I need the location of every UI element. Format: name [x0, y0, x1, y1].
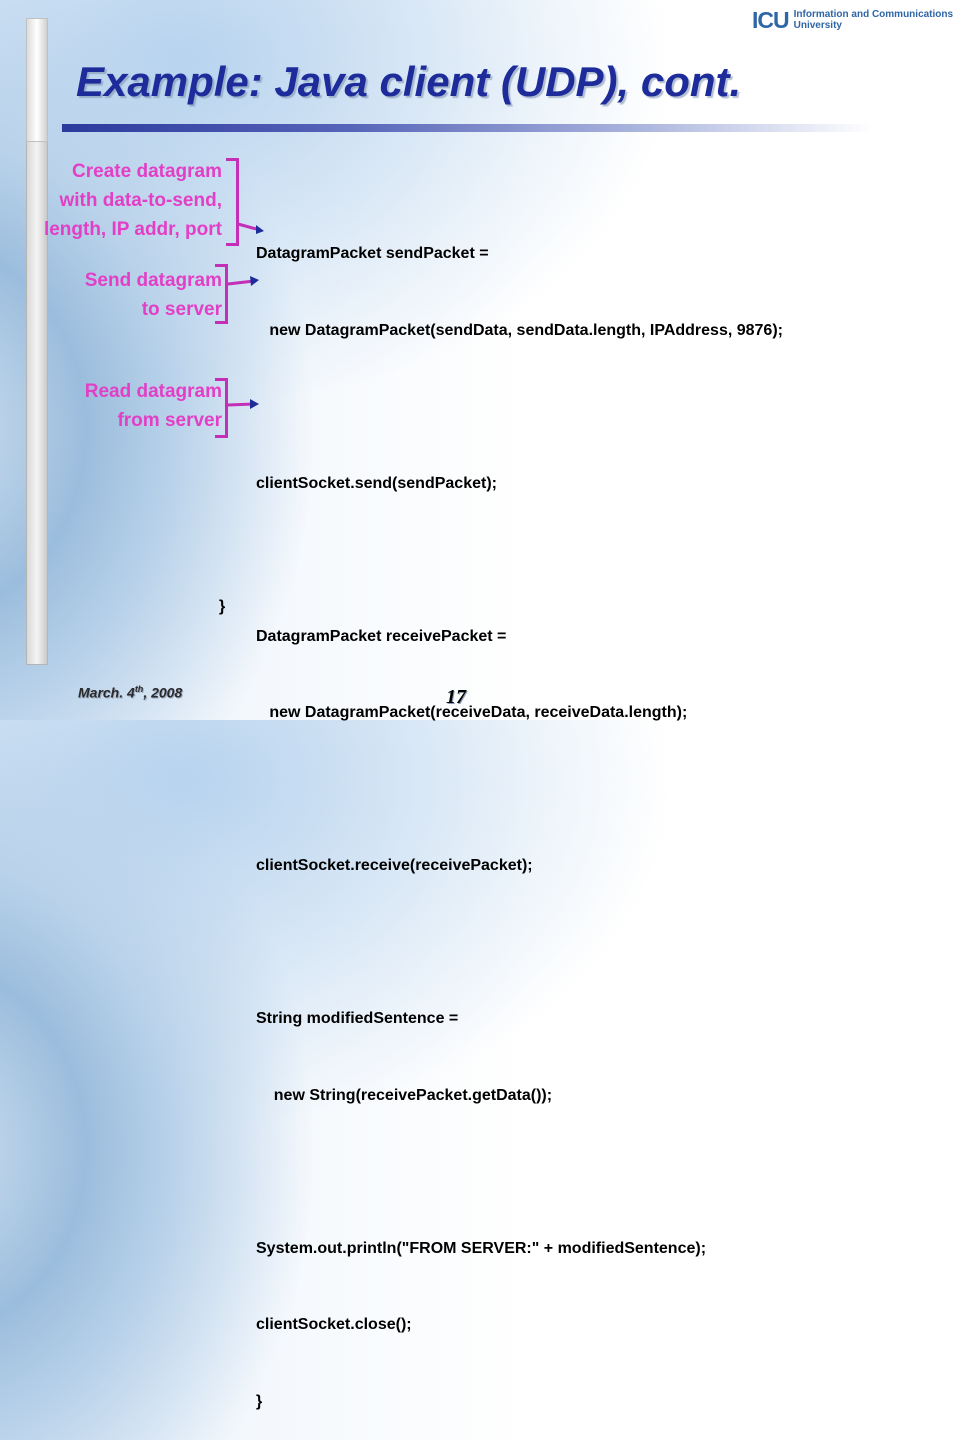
footer-date-suffix: , 2008	[143, 684, 183, 701]
annotation-send-datagram: Send datagram to server	[85, 266, 222, 324]
footer-date: March. 4th, 2008	[78, 684, 182, 701]
code-line	[256, 394, 783, 420]
slide-title: Example: Java client (UDP), cont.	[76, 58, 742, 105]
title-underline-bar	[62, 124, 872, 132]
code-line: new String(receivePacket.getData());	[256, 1086, 553, 1104]
bracket-create-datagram	[226, 158, 239, 246]
code-line	[256, 1159, 783, 1185]
code-line: new DatagramPacket(sendData, sendData.le…	[256, 321, 783, 339]
decorative-vertical-bar-highlight	[26, 18, 48, 142]
logo-text-line1: Information and Communications	[793, 9, 954, 20]
code-block: DatagramPacket sendPacket = new Datagram…	[256, 190, 783, 1440]
arrow-send-datagram	[227, 276, 259, 286]
logo-text-line2: University	[793, 20, 842, 31]
code-line: DatagramPacket receivePacket =	[256, 627, 507, 645]
annotation-line: with data-to-send,	[59, 190, 222, 211]
bracket-send-datagram	[215, 264, 228, 324]
footer-date-superscript: th	[134, 684, 144, 694]
code-line: clientSocket.receive(receivePacket);	[256, 857, 533, 874]
arrow-read-datagram	[227, 399, 259, 409]
code-line: System.out.println("FROM SERVER:" + modi…	[256, 1239, 707, 1257]
annotation-read-datagram: Read datagram from server	[85, 377, 222, 435]
code-line: }	[256, 1392, 263, 1410]
annotation-line: to server	[141, 299, 222, 320]
footer-date-prefix: March. 4	[78, 684, 135, 701]
annotation-line: length, IP addr, port	[43, 219, 222, 240]
annotation-create-datagram: Create datagram with data-to-send, lengt…	[44, 157, 222, 244]
logo-text: Information and Communications Universit…	[794, 9, 953, 31]
annotation-line: Create datagram	[72, 161, 222, 182]
arrow-create-datagram	[237, 222, 264, 234]
annotation-line: Send datagram	[84, 270, 222, 291]
code-line: clientSocket.send(sendPacket);	[256, 474, 497, 492]
page-number: 17	[446, 686, 466, 708]
code-line: new DatagramPacket(receiveData, receiveD…	[256, 704, 688, 721]
annotation-line: from server	[117, 410, 222, 431]
code-line	[256, 547, 783, 573]
code-line	[256, 777, 783, 803]
university-logo: ICU Information and Communications Unive…	[752, 6, 953, 34]
code-closing-brace: }	[219, 598, 226, 615]
annotation-line: Read datagram	[84, 381, 222, 402]
code-line: String modifiedSentence =	[256, 1010, 459, 1027]
code-line: clientSocket.close();	[256, 1316, 412, 1333]
logo-mark: ICU	[752, 6, 790, 33]
code-line	[256, 930, 783, 956]
code-line: DatagramPacket sendPacket =	[256, 245, 489, 262]
bracket-read-datagram	[215, 378, 228, 438]
